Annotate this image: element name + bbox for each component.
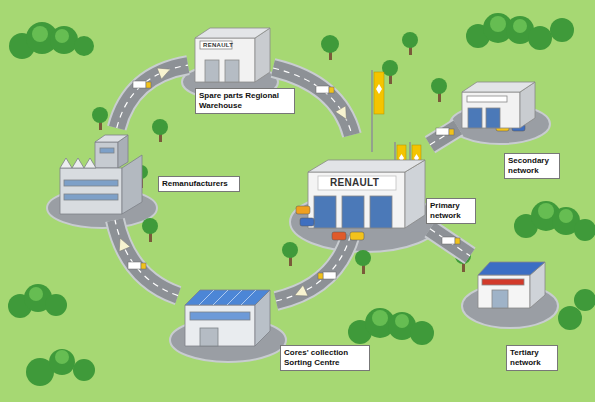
secondary-garage [462, 82, 535, 128]
road-verge [276, 235, 351, 301]
road-surface [430, 229, 470, 256]
trees [92, 32, 471, 274]
arrow-head [119, 238, 130, 251]
building-node: Cores' collection Sorting Centre [178, 275, 276, 350]
caption-box: Primary network [426, 198, 476, 224]
warehouse-building [195, 28, 270, 82]
road-connector [115, 220, 178, 296]
caption-box: Cores' collection Sorting Centre [280, 345, 370, 371]
arrow-head [335, 106, 346, 119]
road-verge [430, 229, 470, 256]
arrow-head [157, 68, 170, 79]
building-node: Tertiary network [470, 252, 555, 317]
sorting-centre-building [185, 290, 270, 346]
caption-box: Spare parts Regional Warehouse [195, 88, 295, 114]
caption-box: Tertiary network [506, 345, 558, 371]
road-connector [430, 229, 470, 256]
road-surface [115, 220, 178, 296]
parked-cars [296, 124, 525, 240]
road-surface [117, 65, 188, 128]
building-node: Spare parts Regional Warehouse [188, 18, 273, 98]
road-centre-line [430, 127, 458, 144]
primary-dealer-building [308, 160, 425, 228]
plazas [47, 64, 558, 362]
bushes [8, 13, 595, 386]
caption-box: Secondary network [504, 153, 560, 179]
road-verge [117, 65, 188, 128]
road-verge [115, 220, 178, 296]
road-surface [430, 127, 458, 144]
brand-sign: RENAULT [330, 178, 379, 188]
road-centre-line [117, 65, 188, 128]
caption-box: Remanufacturers [158, 176, 240, 192]
road-centre-line [115, 220, 178, 296]
arrow-head [295, 285, 308, 296]
road-connector [117, 65, 188, 128]
road-connector [430, 127, 458, 144]
road-centre-line [276, 235, 351, 301]
remanufacturer-factory [60, 135, 142, 214]
bush-highlights [29, 16, 573, 364]
building-node: Remanufacturers [55, 128, 155, 220]
road-verge [430, 127, 458, 144]
road-centre-line [430, 229, 470, 256]
road-surface [276, 235, 351, 301]
building-node: Secondary network [458, 62, 548, 137]
brand-sign: RENAULT [203, 42, 233, 48]
tertiary-garage [478, 262, 545, 308]
road-connector [276, 235, 351, 301]
delivery-trucks [128, 81, 460, 279]
